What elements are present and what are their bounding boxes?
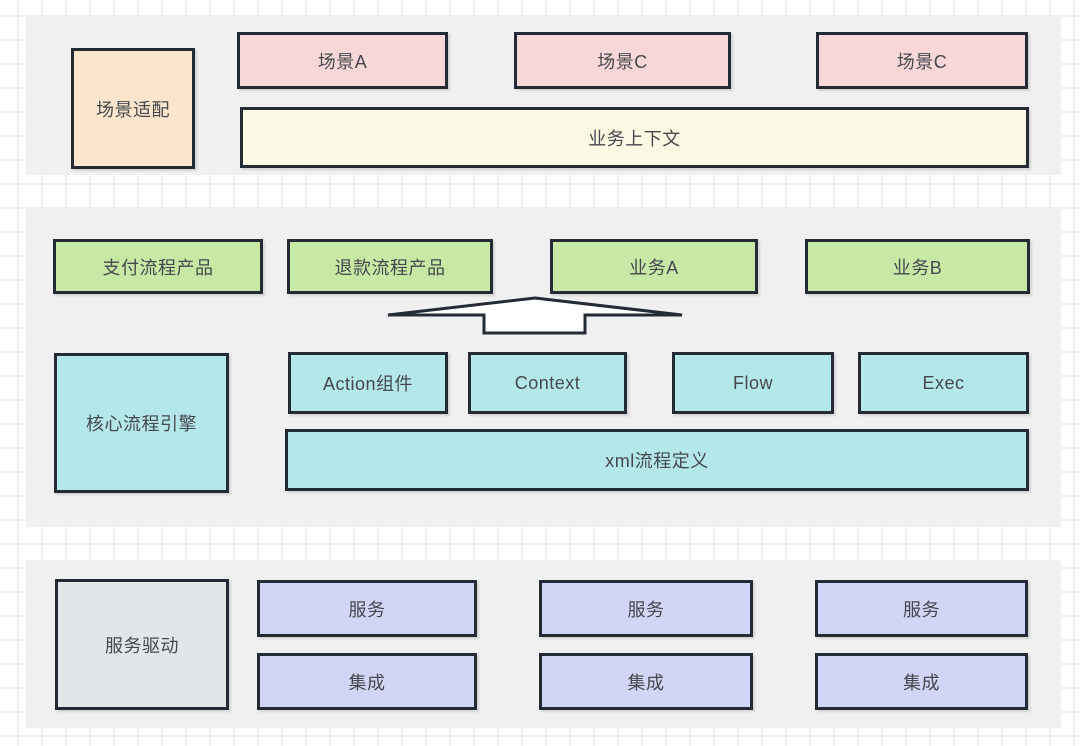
- scene-box-a: 场景A: [237, 32, 448, 89]
- integration-box-2: 集成: [539, 653, 753, 710]
- product-box-payment: 支付流程产品: [53, 239, 263, 294]
- product-box-refund: 退款流程产品: [287, 239, 493, 294]
- component-box-context: Context: [468, 352, 627, 414]
- business-box-b: 业务B: [805, 239, 1030, 294]
- integration-box-1: 集成: [257, 653, 477, 710]
- component-box-action: Action组件: [288, 352, 448, 414]
- business-context-bar: 业务上下文: [240, 107, 1029, 168]
- xml-definition-bar: xml流程定义: [285, 429, 1029, 491]
- integration-box-3: 集成: [815, 653, 1028, 710]
- scene-box-c1: 场景C: [514, 32, 731, 89]
- service-box-2: 服务: [539, 580, 753, 637]
- service-box-3: 服务: [815, 580, 1028, 637]
- component-box-exec: Exec: [858, 352, 1029, 414]
- arrow-up-icon: [380, 292, 690, 339]
- scene-box-c2: 场景C: [816, 32, 1028, 89]
- business-box-a: 业务A: [550, 239, 758, 294]
- component-box-flow: Flow: [672, 352, 834, 414]
- service-driver-box: 服务驱动: [55, 579, 229, 710]
- core-engine-box: 核心流程引擎: [54, 353, 229, 493]
- scene-adapter-box: 场景适配: [71, 48, 195, 169]
- service-box-1: 服务: [257, 580, 477, 637]
